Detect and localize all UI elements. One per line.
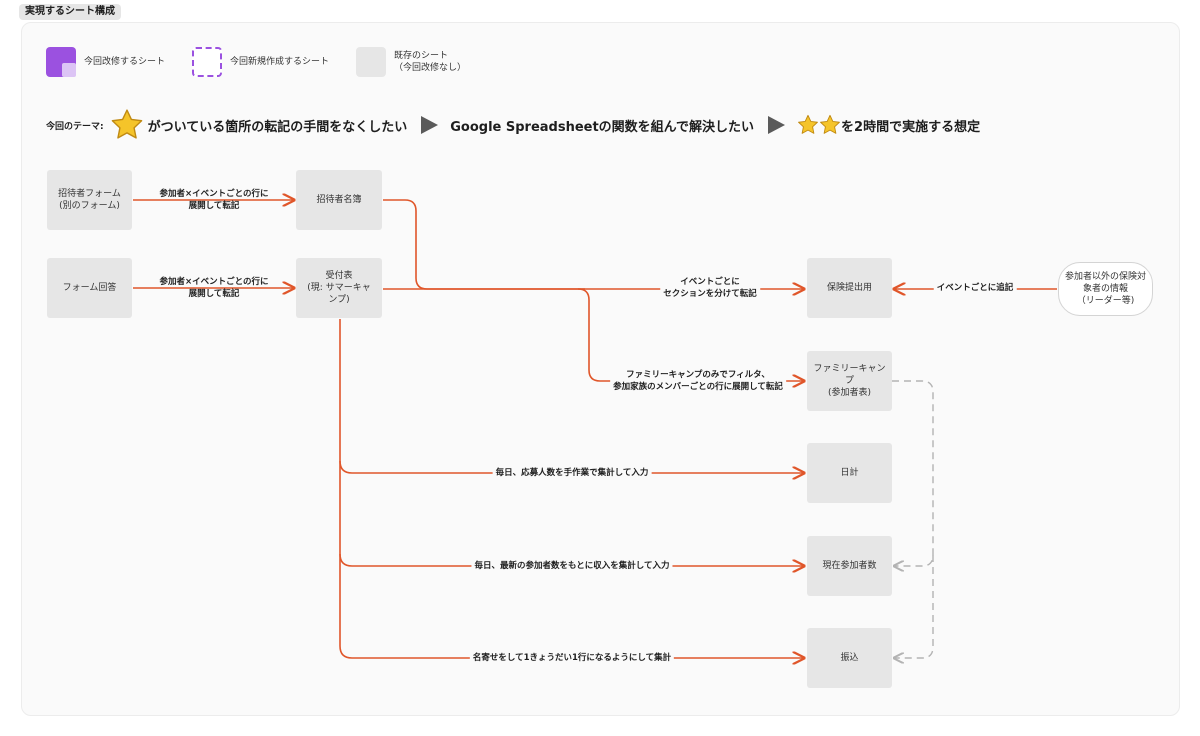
edge-label-invite-to-list: 参加者×イベントごとの行に 展開して転記 <box>159 189 269 211</box>
theme-part3: を2時間で実施する想定 <box>841 119 981 135</box>
legend-existing-swatch <box>356 47 386 77</box>
legend-new-label: 今回新規作成するシート <box>230 57 330 67</box>
play-arrow-icon <box>768 116 786 134</box>
dashed-family-to-transfer <box>894 555 934 658</box>
theme-part1: がついている箇所の転記の手間をなくしたい <box>147 119 408 135</box>
page-title-tag: 実現するシート構成 <box>19 4 121 20</box>
legend-existing: 既存のシート （今回改修なし） <box>356 47 466 77</box>
diagram-canvas <box>21 22 1180 716</box>
theme-part2: Google Spreadsheetの関数を組んで解決したい <box>450 119 755 135</box>
play-arrow-icon <box>421 116 439 134</box>
node-daily[interactable]: 日計 <box>807 443 892 503</box>
legend-modified-label: 今回改修するシート <box>84 57 166 67</box>
node-transfer[interactable]: 振込 <box>807 628 892 688</box>
theme-prefix: 今回のテーマ: <box>46 121 104 132</box>
edge-list-to-insurance <box>383 199 585 290</box>
node-reception[interactable]: 受付表 (現: サマーキャ ンプ) <box>296 258 382 318</box>
node-invite-form[interactable]: 招待者フォーム (別のフォーム) <box>47 170 132 230</box>
edge-reception-to-transfer <box>339 554 804 658</box>
node-family-camp[interactable]: ファミリーキャン プ (参加者表) <box>807 351 892 411</box>
theme-line: 今回のテーマ: がついている箇所の転記の手間をなくしたい Google Spre… <box>46 108 980 142</box>
edge-label-to-daily: 毎日、応募人数を手作業で集計して入力 <box>492 466 652 480</box>
node-invite-list[interactable]: 招待者名簿 <box>296 170 382 230</box>
edge-label-to-insurance: イベントごとに セクションを分けて転記 <box>660 275 760 301</box>
edge-label-to-transfer: 名寄せをして1きょうだい1行になるようにして集計 <box>469 651 675 665</box>
legend-existing-label: 既存のシート （今回改修なし） <box>394 51 467 73</box>
edge-reception-to-daily <box>339 319 804 473</box>
star-icon <box>111 109 142 139</box>
edge-label-to-current: 毎日、最新の参加者数をもとに収入を集計して入力 <box>471 559 673 573</box>
dashed-family-to-current <box>892 380 934 566</box>
edge-label-external-to-insurance: イベントごとに追記 <box>933 281 1017 295</box>
edge-to-family-camp <box>577 288 804 381</box>
edge-label-to-family: ファミリーキャンプのみでフィルタ、 参加家族のメンバーごとの行に展開して転記 <box>610 368 786 394</box>
node-form-response[interactable]: フォーム回答 <box>47 258 132 318</box>
node-insurance[interactable]: 保険提出用 <box>807 258 892 318</box>
star-icon <box>820 114 840 134</box>
node-current-count[interactable]: 現在参加者数 <box>807 536 892 596</box>
legend-new-swatch <box>192 47 222 77</box>
legend-new: 今回新規作成するシート <box>192 47 329 77</box>
legend-modified-swatch <box>46 47 76 77</box>
edge-label-form-to-reception: 参加者×イベントごとの行に 展開して転記 <box>159 277 269 299</box>
node-non-participant-info[interactable]: 参加者以外の保険対 象者の情報 （リーダー等) <box>1058 262 1153 316</box>
legend-modified: 今回改修するシート <box>46 47 165 77</box>
star-icon <box>798 114 818 134</box>
